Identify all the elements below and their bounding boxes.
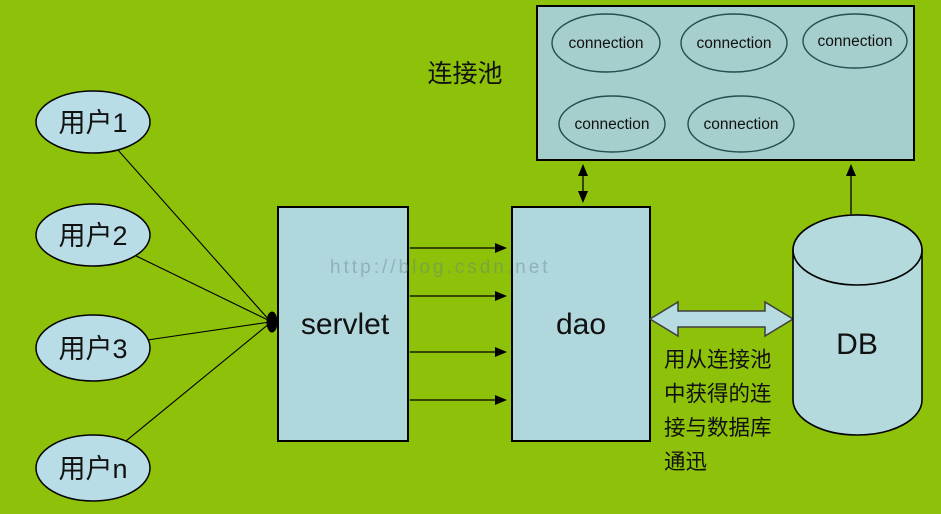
arrow-note-line: 用从连接池 xyxy=(664,348,772,372)
connection-label: connection xyxy=(704,116,779,133)
arrow-note-line: 接与数据库 xyxy=(664,416,772,440)
usern-ellipse xyxy=(35,434,151,502)
servlet-label: servlet xyxy=(301,308,390,341)
connection-label: connection xyxy=(818,33,893,50)
user1-servlet-arrow xyxy=(92,121,271,322)
usern-label: 用户n xyxy=(58,454,127,484)
connection-ellipse xyxy=(551,13,661,73)
user2-ellipse xyxy=(35,203,151,267)
connection-label: connection xyxy=(569,35,644,52)
arrow-convergence-point xyxy=(266,311,278,333)
arrow-note-line: 中获得的连 xyxy=(664,382,772,406)
user1-ellipse xyxy=(35,90,151,154)
user1-label: 用户1 xyxy=(58,108,127,138)
connection-ellipse xyxy=(802,13,908,69)
user3-label: 用户3 xyxy=(58,334,127,364)
dao-box xyxy=(511,206,651,442)
dao-label: dao xyxy=(556,308,606,341)
db-cylinder-top xyxy=(792,214,923,286)
arrow-note-line: 通迅 xyxy=(664,450,707,474)
connection-label: connection xyxy=(697,35,772,52)
pool-title: 连接池 xyxy=(427,60,502,88)
servlet-box xyxy=(277,206,409,442)
connection-ellipse xyxy=(687,95,795,153)
watermark: http://blog.csdn.net xyxy=(330,257,551,278)
user3-ellipse xyxy=(35,314,151,382)
db-label: DB xyxy=(836,328,878,361)
connection-ellipse xyxy=(680,13,788,73)
connection-label: connection xyxy=(575,116,650,133)
connection-ellipse xyxy=(558,95,666,153)
user2-label: 用户2 xyxy=(58,221,127,251)
